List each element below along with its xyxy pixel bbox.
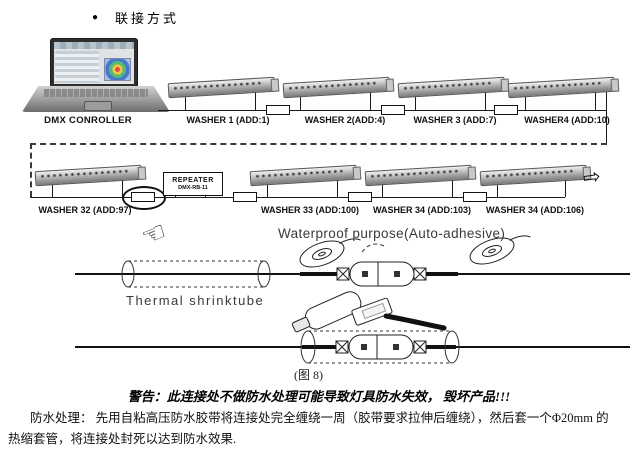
washer-leg	[485, 92, 486, 110]
row1-bus-stub	[595, 110, 606, 111]
washer-leg	[565, 180, 566, 197]
washer-light-34b	[479, 164, 588, 187]
washer-light-32	[34, 164, 143, 187]
row1-out-wire	[606, 92, 607, 144]
dmx-repeater-box: REPEATER DMX-RB-11	[163, 172, 223, 196]
washer-light-4	[507, 76, 616, 99]
washer-label: WASHER 34 (ADD:106)	[485, 205, 585, 215]
washer-leg	[122, 180, 123, 197]
dmx-controller-laptop	[22, 38, 170, 116]
cable-connector	[348, 192, 372, 202]
cable-connector	[266, 105, 290, 115]
laptop-screen	[50, 38, 138, 88]
software-grid-graphic	[55, 51, 99, 83]
washer-leg	[525, 92, 526, 110]
waterproof-note-line2: 热缩套管，将连接处封死以达到防水效果.	[8, 432, 237, 446]
waterproof-heading: Waterproof purpose(Auto-adhesive)	[278, 226, 506, 241]
washer-label: WASHER 33 (ADD:100)	[260, 205, 360, 215]
washer-leg	[255, 92, 256, 110]
continue-arrow-icon: ⇨	[581, 164, 603, 191]
cable-connector	[463, 192, 487, 202]
thermal-shrink-tube-icon	[121, 260, 271, 288]
section-title: ● 联接方式	[92, 8, 179, 27]
repeater-model: DMX-RB-11	[178, 184, 208, 191]
washer-label: WASHER 3 (ADD:7)	[413, 115, 497, 125]
washer-light-34a	[364, 164, 473, 187]
shrink-tube-over-joint-icon	[300, 330, 460, 364]
adhesive-applicator-icon	[291, 291, 447, 333]
washer-label: WASHER 32 (ADD:97)	[38, 205, 132, 215]
washer-light-1	[167, 76, 276, 99]
washer-leg	[337, 180, 338, 197]
row1-bus-wire	[158, 110, 595, 111]
cable-connector	[381, 105, 405, 115]
washer-leg	[267, 180, 268, 197]
section-title-text: 联接方式	[115, 11, 180, 26]
adhesive-tape-roll-icon	[469, 235, 531, 265]
cable-joint-connector-icon	[302, 334, 456, 360]
laptop-display	[54, 42, 134, 84]
waterproofing-illustration	[75, 235, 630, 364]
washer-label: WASHER 34 (ADD:103)	[372, 205, 472, 215]
washer-leg	[452, 180, 453, 197]
washer-light-33	[249, 164, 358, 187]
washer-leg	[595, 92, 596, 110]
wrap-direction-arc	[361, 243, 385, 253]
washer-light-3	[397, 76, 506, 99]
return-wire-dashed-vertical	[30, 143, 32, 197]
software-toolbar-graphic	[54, 42, 134, 49]
washer-leg	[415, 92, 416, 110]
connector-highlight-circle	[122, 186, 166, 210]
cable-connector	[233, 192, 257, 202]
cable-joint-connector-icon	[300, 261, 458, 287]
figure-caption: (图 8)	[294, 368, 323, 382]
applicator-cable	[383, 313, 447, 331]
washer-leg	[185, 92, 186, 110]
warning-text: 警告：此连接处不做防水处理可能导致灯具防水失效， 毁坏产品!!!	[127, 389, 511, 404]
controller-label: DMX CONROLLER	[44, 115, 132, 126]
washer-leg	[497, 180, 498, 197]
return-wire-dashed	[30, 143, 607, 145]
waterproof-note-line1: 防水处理： 先用自粘高压防水胶带将连接处完全缠绕一周（胶带要求拉伸后缠绕），然后…	[30, 411, 609, 425]
washer-label: WASHER 2(ADD:4)	[304, 115, 386, 125]
laptop-touchpad	[84, 101, 112, 111]
laptop-keyboard	[44, 89, 148, 97]
washer-leg	[370, 92, 371, 110]
washer-label: WASHER 1 (ADD:1)	[186, 115, 270, 125]
adhesive-tape-roll-icon	[299, 238, 361, 268]
washer-label: WASHER4 (ADD:10)	[524, 115, 610, 125]
washer-leg	[300, 92, 301, 110]
repeater-name: REPEATER	[172, 176, 214, 184]
software-colormap-graphic	[104, 58, 131, 81]
thermal-shrinktube-label: Thermal shrinktube	[126, 293, 265, 308]
washer-leg	[382, 180, 383, 197]
washer-leg	[52, 180, 53, 197]
washer-light-2	[282, 76, 391, 99]
row2-bus-wire	[30, 197, 565, 198]
bullet-icon: ●	[92, 12, 102, 23]
cable-connector	[494, 105, 518, 115]
